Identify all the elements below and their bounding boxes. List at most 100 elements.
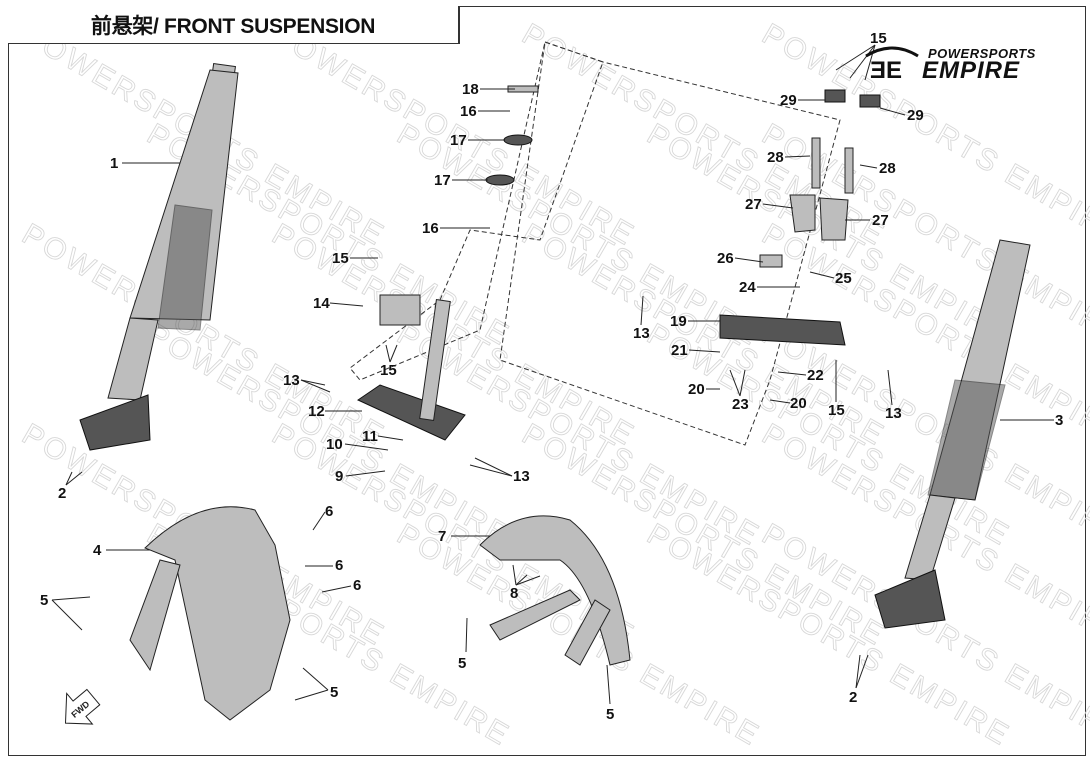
callout-number: 13 — [513, 468, 530, 485]
leader-line — [606, 664, 611, 705]
callout-number: 29 — [780, 92, 797, 109]
right-fork — [874, 239, 1031, 629]
leader-line — [887, 369, 893, 406]
callout-number: 20 — [790, 395, 807, 412]
callout-number: 28 — [767, 149, 784, 166]
leader-line — [312, 511, 326, 531]
page-title: 前悬架/ FRONT SUSPENSION — [8, 6, 460, 44]
callout-number: 5 — [458, 655, 466, 672]
leader-line — [640, 295, 644, 326]
leader-line — [300, 379, 326, 386]
leader-line — [688, 349, 721, 353]
logo-line1: POWERSPORTS — [928, 46, 1036, 61]
brand-logo: ƎE POWERSPORTS EMPIRE — [862, 44, 1062, 84]
callout-number: 17 — [434, 172, 451, 189]
top-clamp-outline — [499, 41, 841, 446]
leader-line — [51, 599, 83, 631]
leader-line — [769, 399, 791, 404]
callout-number: 12 — [308, 403, 325, 420]
callout-number: 19 — [670, 313, 687, 330]
leader-line — [515, 575, 541, 586]
callout-number: 15 — [828, 402, 845, 419]
leader-line — [469, 464, 513, 477]
callout-number: 20 — [688, 381, 705, 398]
leader-line — [849, 44, 876, 79]
callout-number: 2 — [849, 689, 857, 706]
callout-number: 11 — [362, 428, 378, 445]
left-fork — [79, 62, 239, 451]
leader-line — [734, 257, 764, 263]
callout-number: 27 — [872, 212, 889, 229]
upper-triple-clamp — [719, 89, 881, 346]
leader-line — [294, 689, 329, 701]
callout-number: 2 — [58, 485, 66, 502]
callout-number: 5 — [40, 592, 48, 609]
callout-number: 7 — [438, 528, 446, 545]
leader-line — [329, 302, 364, 307]
leader-line — [345, 470, 386, 477]
leader-line — [777, 371, 807, 376]
diagram-frame — [8, 6, 1086, 756]
leader-line — [65, 471, 83, 486]
callout-number: 13 — [633, 325, 650, 342]
front-fender — [129, 506, 291, 721]
callout-number: 5 — [330, 684, 338, 701]
callout-number: 6 — [325, 503, 333, 520]
leader-line — [389, 344, 398, 363]
callout-number: 6 — [353, 577, 361, 594]
leader-line — [465, 617, 468, 653]
leader-line — [300, 379, 331, 393]
callout-number: 15 — [870, 30, 887, 47]
callout-number: 13 — [283, 372, 300, 389]
callout-number: 28 — [879, 160, 896, 177]
callout-number: 14 — [313, 295, 330, 312]
leader-line — [474, 457, 513, 477]
callout-number: 17 — [450, 132, 467, 149]
leader-line — [809, 271, 835, 279]
callout-number: 1 — [110, 155, 118, 172]
leader-line — [385, 344, 391, 363]
callout-number: 9 — [335, 468, 343, 485]
callout-number: 23 — [732, 396, 749, 413]
callout-number: 22 — [807, 367, 824, 384]
leader-line — [321, 585, 352, 593]
fender-bracket — [479, 515, 631, 666]
callout-number: 15 — [332, 250, 349, 267]
fwd-direction-arrow: FWD — [64, 688, 101, 725]
leader-line — [784, 155, 811, 158]
callout-number: 4 — [93, 542, 102, 559]
callout-number: 15 — [380, 362, 397, 379]
leader-line — [835, 44, 876, 71]
callout-number: 10 — [326, 436, 343, 453]
leader-line — [377, 435, 404, 441]
leader-line — [855, 654, 869, 689]
callout-number: 13 — [885, 405, 902, 422]
callout-number: 18 — [462, 81, 479, 98]
leader-line — [302, 667, 329, 691]
callout-number: 21 — [671, 342, 688, 359]
svg-text:ƎE: ƎE — [870, 57, 902, 84]
logo-line2: EMPIRE — [922, 57, 1021, 84]
leader-line — [344, 443, 389, 451]
leader-line — [515, 574, 528, 586]
callout-number: 16 — [460, 103, 477, 120]
leader-line — [51, 596, 91, 601]
callout-number: 26 — [717, 250, 734, 267]
leader-line — [859, 164, 878, 169]
leader-line — [729, 369, 741, 397]
leader-line — [739, 369, 746, 397]
empire-logo-icon: ƎE — [865, 46, 919, 84]
leader-line — [512, 564, 517, 586]
leader-line — [879, 107, 906, 116]
callout-number: 29 — [907, 107, 924, 124]
callout-number: 3 — [1055, 412, 1063, 429]
leader-line — [855, 654, 861, 689]
callout-number: 24 — [739, 279, 756, 296]
callout-number: 16 — [422, 220, 439, 237]
callout-number: 6 — [335, 557, 343, 574]
callout-number: 5 — [606, 706, 614, 723]
callout-number: 25 — [835, 270, 852, 287]
